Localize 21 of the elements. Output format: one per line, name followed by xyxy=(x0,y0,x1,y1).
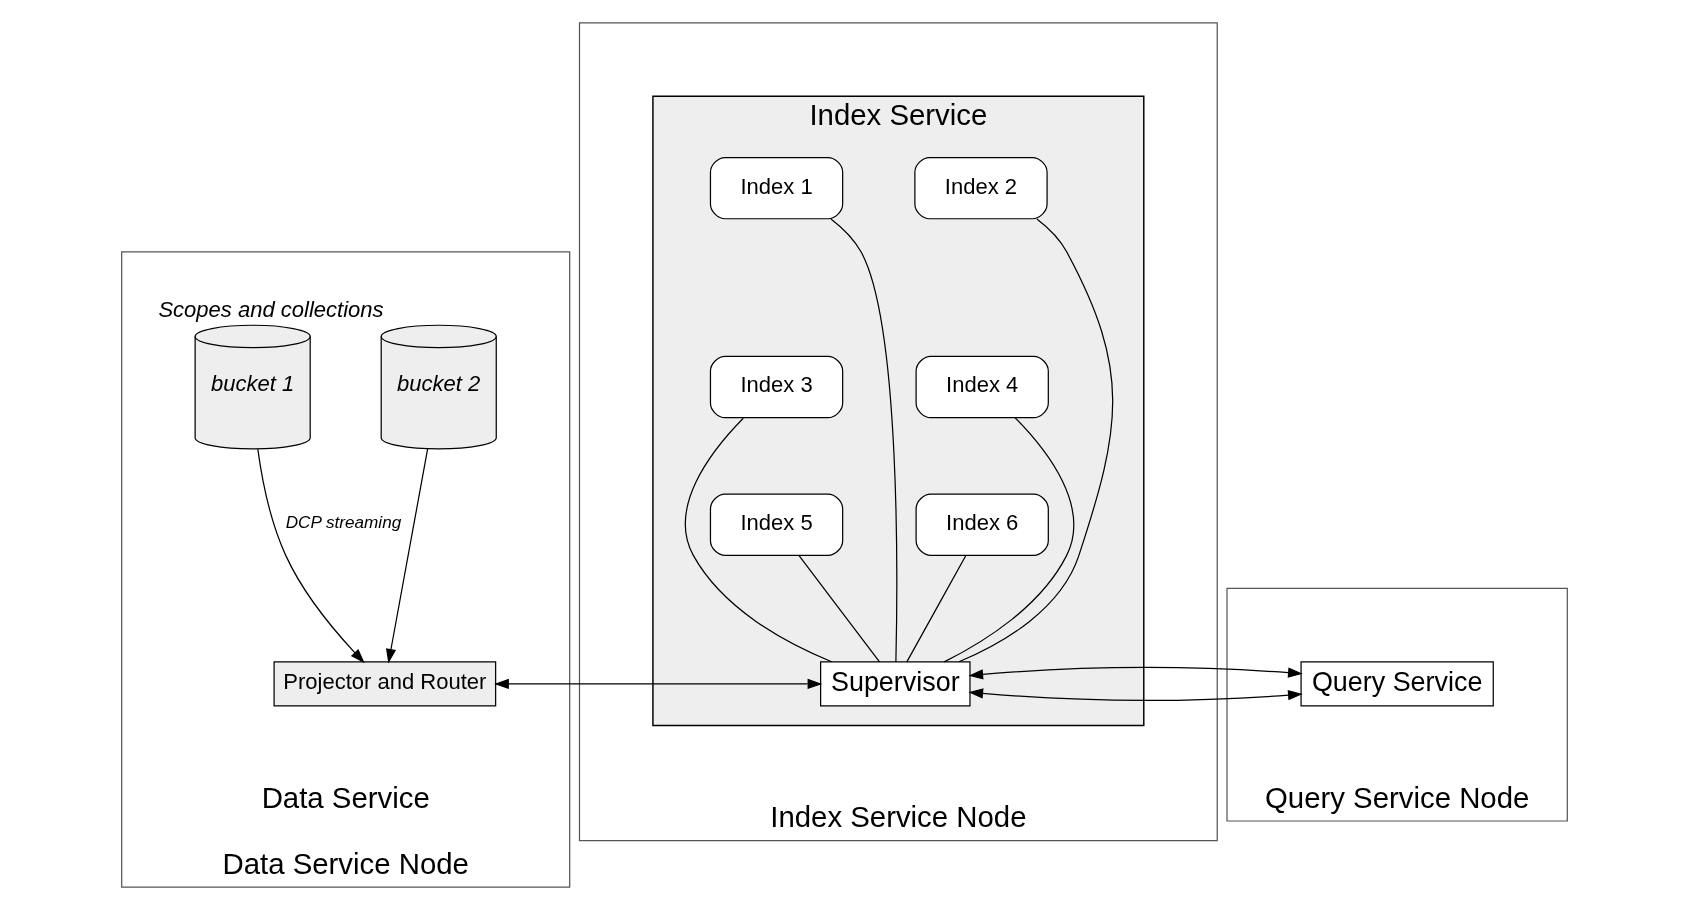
arrow xyxy=(494,678,823,690)
node-label: Scopes and collections xyxy=(158,297,384,323)
node-box: Index 3 xyxy=(709,355,844,419)
node-box: Supervisor xyxy=(820,661,971,707)
node-box: Index 5 xyxy=(709,493,844,556)
node-box: Projector and Router xyxy=(273,661,497,707)
node-box: Query Service xyxy=(1300,661,1494,707)
node-box: Index 1 xyxy=(709,156,844,220)
arrow xyxy=(968,666,1303,701)
connector xyxy=(798,554,881,663)
connector xyxy=(684,417,833,663)
connector xyxy=(958,218,1114,663)
connector xyxy=(943,417,1075,663)
node-box: Index 4 xyxy=(915,355,1049,419)
connector xyxy=(906,554,967,663)
edge-label: DCP streaming xyxy=(285,512,402,533)
connector xyxy=(830,218,898,663)
arrow xyxy=(257,448,365,664)
arrow xyxy=(385,448,429,664)
node-box: Index 2 xyxy=(914,156,1048,220)
node-box: Index 6 xyxy=(915,493,1049,556)
